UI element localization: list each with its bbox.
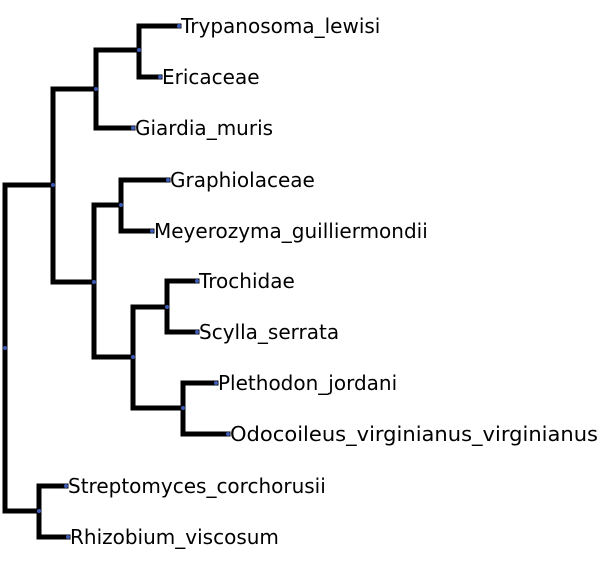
- node-dot: [181, 406, 185, 410]
- tree-leaf-labels: Trypanosoma_lewisi Ericaceae Giardia_mur…: [68, 14, 598, 549]
- node-dot: [131, 355, 135, 359]
- node-dot: [166, 178, 170, 182]
- node-dot: [131, 126, 135, 130]
- node-dot: [51, 183, 55, 187]
- leaf-label-plethodon-jordani: Plethodon_jordani: [218, 371, 397, 395]
- node-dot: [150, 229, 154, 233]
- node-dot: [214, 381, 218, 385]
- node-dot: [66, 535, 70, 539]
- leaf-label-graphiolaceae: Graphiolaceae: [170, 168, 315, 192]
- node-dot: [195, 279, 199, 283]
- node-dot: [165, 305, 169, 309]
- tree-branches: [2, 23, 231, 540]
- tree-nodes: [3, 24, 230, 539]
- node-dot: [195, 330, 199, 334]
- node-dot: [177, 24, 181, 28]
- leaf-label-trochidae: Trochidae: [198, 269, 295, 293]
- leaf-label-giardia-muris: Giardia_muris: [135, 116, 273, 140]
- node-dot: [119, 203, 123, 207]
- leaf-label-scylla-serrata: Scylla_serrata: [199, 320, 339, 344]
- node-dot: [92, 280, 96, 284]
- leaf-label-odocoileus-virginianus: Odocoileus_virginianus_virginianus: [230, 422, 598, 446]
- leaf-label-trypanosoma-lewisi: Trypanosoma_lewisi: [180, 14, 380, 38]
- leaf-label-rhizobium-viscosum: Rhizobium_viscosum: [70, 525, 279, 549]
- leaf-label-meyerozyma-guilliermondii: Meyerozyma_guilliermondii: [154, 219, 428, 243]
- node-dot: [37, 509, 41, 513]
- node-dot: [64, 484, 68, 488]
- node-dot: [137, 48, 141, 52]
- leaf-label-streptomyces-corchorusii: Streptomyces_corchorusii: [68, 474, 326, 498]
- node-dot: [158, 75, 162, 79]
- leaf-label-ericaceae: Ericaceae: [162, 65, 260, 89]
- node-dot: [226, 432, 230, 436]
- node-dot: [3, 346, 7, 350]
- node-dot: [94, 87, 98, 91]
